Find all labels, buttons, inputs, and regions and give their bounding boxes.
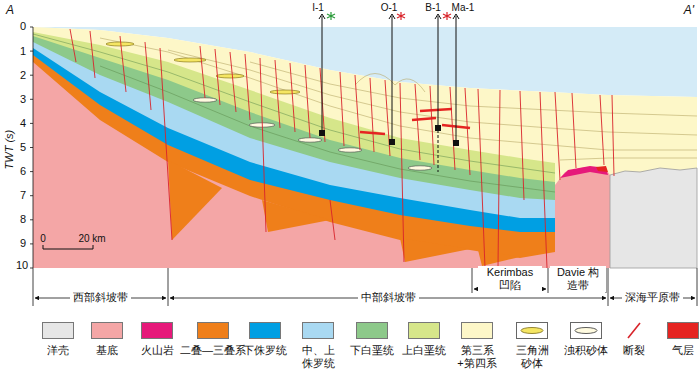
zone-label: 深海平原带: [622, 291, 683, 304]
well-name: O-1: [381, 2, 398, 14]
axis-tick-label: 2: [20, 69, 26, 82]
axis-tick-label: 0: [20, 20, 26, 33]
legend-swatch: [408, 322, 440, 339]
axis-tick-label: 8: [20, 213, 26, 226]
section-end-label: A': [684, 3, 694, 17]
legend-symbol: [516, 322, 548, 339]
legend-swatch: [667, 322, 699, 339]
well-name: Ma-1: [452, 2, 475, 14]
legend-label: 第三系+第四系: [456, 344, 498, 370]
legend-swatch: [356, 322, 388, 339]
legend-label: 断裂: [623, 344, 645, 357]
legend-label: 下侏罗统: [243, 344, 287, 357]
legend-swatch: [141, 322, 173, 339]
legend-swatch: [461, 322, 493, 339]
legend-label: 基底: [96, 344, 118, 357]
legend-label: 火山岩: [141, 344, 174, 357]
legend-label: 下白垩统: [350, 344, 394, 357]
legend-swatch: [42, 322, 74, 339]
legend-label: 洋壳: [47, 344, 69, 357]
legend-swatch: [302, 322, 334, 339]
axis-tick-label: 4: [20, 117, 26, 130]
legend-label: 中、上侏罗统: [300, 344, 336, 370]
axis-tick-label: 1: [20, 45, 26, 58]
zone-label: Davie 构造带: [550, 266, 606, 292]
axis-tick-label: 6: [20, 165, 26, 178]
axis-title: TWT (s): [3, 130, 16, 170]
axis-tick-label: 10: [16, 259, 28, 272]
axis-tick-label: 5: [20, 141, 26, 154]
section-end-label: A: [6, 3, 14, 17]
scale-label: 20 km: [78, 233, 105, 245]
legend-label: 气层: [672, 344, 694, 357]
legend-symbol: [618, 322, 650, 339]
legend-swatch: [197, 322, 229, 339]
zone-label: Kerimbas 凹陷: [478, 266, 542, 292]
axis-tick-label: 9: [20, 237, 26, 250]
zone-label: 中部斜坡带: [358, 291, 419, 304]
legend-label: 三角洲砂体: [514, 344, 550, 370]
well-name: B-1: [425, 2, 441, 14]
legend-swatch: [249, 322, 281, 339]
legend-label: 浊积砂体: [564, 344, 608, 357]
legend-swatch: [91, 322, 123, 339]
scale-label: 0: [40, 233, 46, 245]
legend-label: 上白垩统: [402, 344, 446, 357]
axis-tick-label: 7: [20, 189, 26, 202]
legend-symbol: [570, 322, 602, 339]
zone-label: 西部斜坡带: [70, 291, 131, 304]
well-name: I-1: [312, 2, 324, 14]
axis-tick-label: 3: [20, 93, 26, 106]
legend-label: 二叠—三叠系: [180, 344, 246, 357]
